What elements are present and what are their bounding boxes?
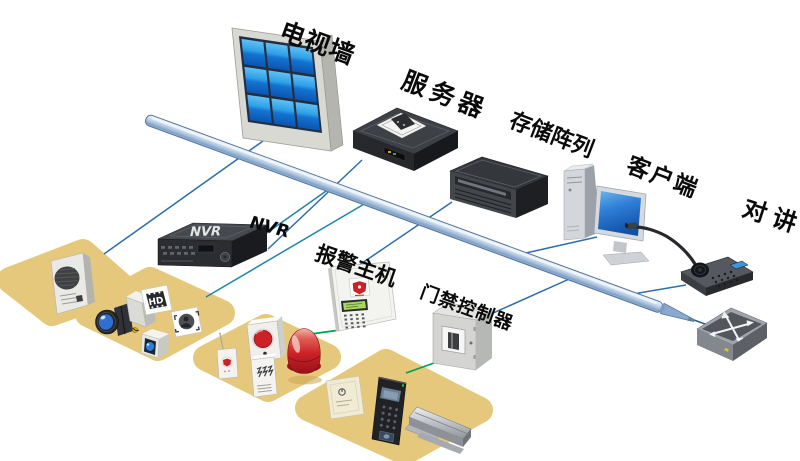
link-access-platform-access-controller (405, 362, 435, 374)
intercom-keypad (711, 270, 739, 288)
intercom-device (624, 222, 754, 296)
nvr-buttons (161, 246, 195, 255)
bus-tip-end (687, 316, 695, 322)
tv-wall-screens (241, 38, 320, 131)
terminal-keypad (379, 405, 399, 430)
access-controller-device (432, 302, 493, 371)
storage-array-device (449, 156, 549, 218)
server-device (352, 107, 459, 171)
link-server-nvr (267, 159, 363, 250)
face-recognition-badge (170, 306, 203, 338)
label-intercom: 对讲 (739, 194, 800, 240)
wall-speaker-device (50, 252, 95, 315)
nvr-device: NVR (157, 222, 268, 268)
fingerprint-terminal-device (371, 376, 407, 446)
magnetic-lock-device (404, 406, 472, 454)
link-storage-array-alarm-host (345, 201, 453, 275)
intercom-screen (729, 260, 749, 270)
tv-wall-device (231, 27, 344, 152)
intercom-mic-capsule (626, 222, 638, 230)
switch-led (724, 347, 729, 352)
speaker-grille (54, 266, 80, 290)
switch-device (696, 307, 768, 361)
link-client-bus (516, 236, 598, 256)
shock-waves-icon (256, 364, 274, 378)
pc-tower-front (563, 168, 586, 241)
link-camera-platform-bus (205, 199, 372, 298)
exit-button-device (325, 375, 365, 420)
nvr-device-text: NVR (188, 225, 222, 240)
link-access-controller-bus (481, 275, 577, 319)
pc-monitor-base (602, 251, 650, 266)
label-storage-array: 存储阵列 (506, 107, 597, 163)
bus-tip-joint (659, 303, 666, 314)
hd-badge-text: HD (148, 296, 165, 308)
alarm-keypad (344, 313, 366, 329)
red-button (253, 329, 273, 348)
panic-button-device (216, 332, 239, 380)
link-alarm-platform-alarm-host (310, 329, 341, 335)
alarm-host-device (328, 261, 397, 332)
siren-device (287, 328, 322, 385)
bus-highlight (151, 117, 657, 305)
alarm-lcd (343, 301, 366, 310)
intercom-gooseneck (633, 225, 697, 266)
pc-monitor-screen (598, 191, 641, 236)
cube-camera-device (140, 329, 169, 359)
nvr-display (197, 244, 215, 253)
glass-break-detector-device (250, 353, 278, 398)
hd-badge: HD (140, 284, 173, 316)
link-tv-wall-speaker-platform (103, 140, 264, 255)
emergency-button-device (246, 316, 286, 363)
network-bus (145, 114, 695, 323)
bus-tip (659, 302, 695, 323)
